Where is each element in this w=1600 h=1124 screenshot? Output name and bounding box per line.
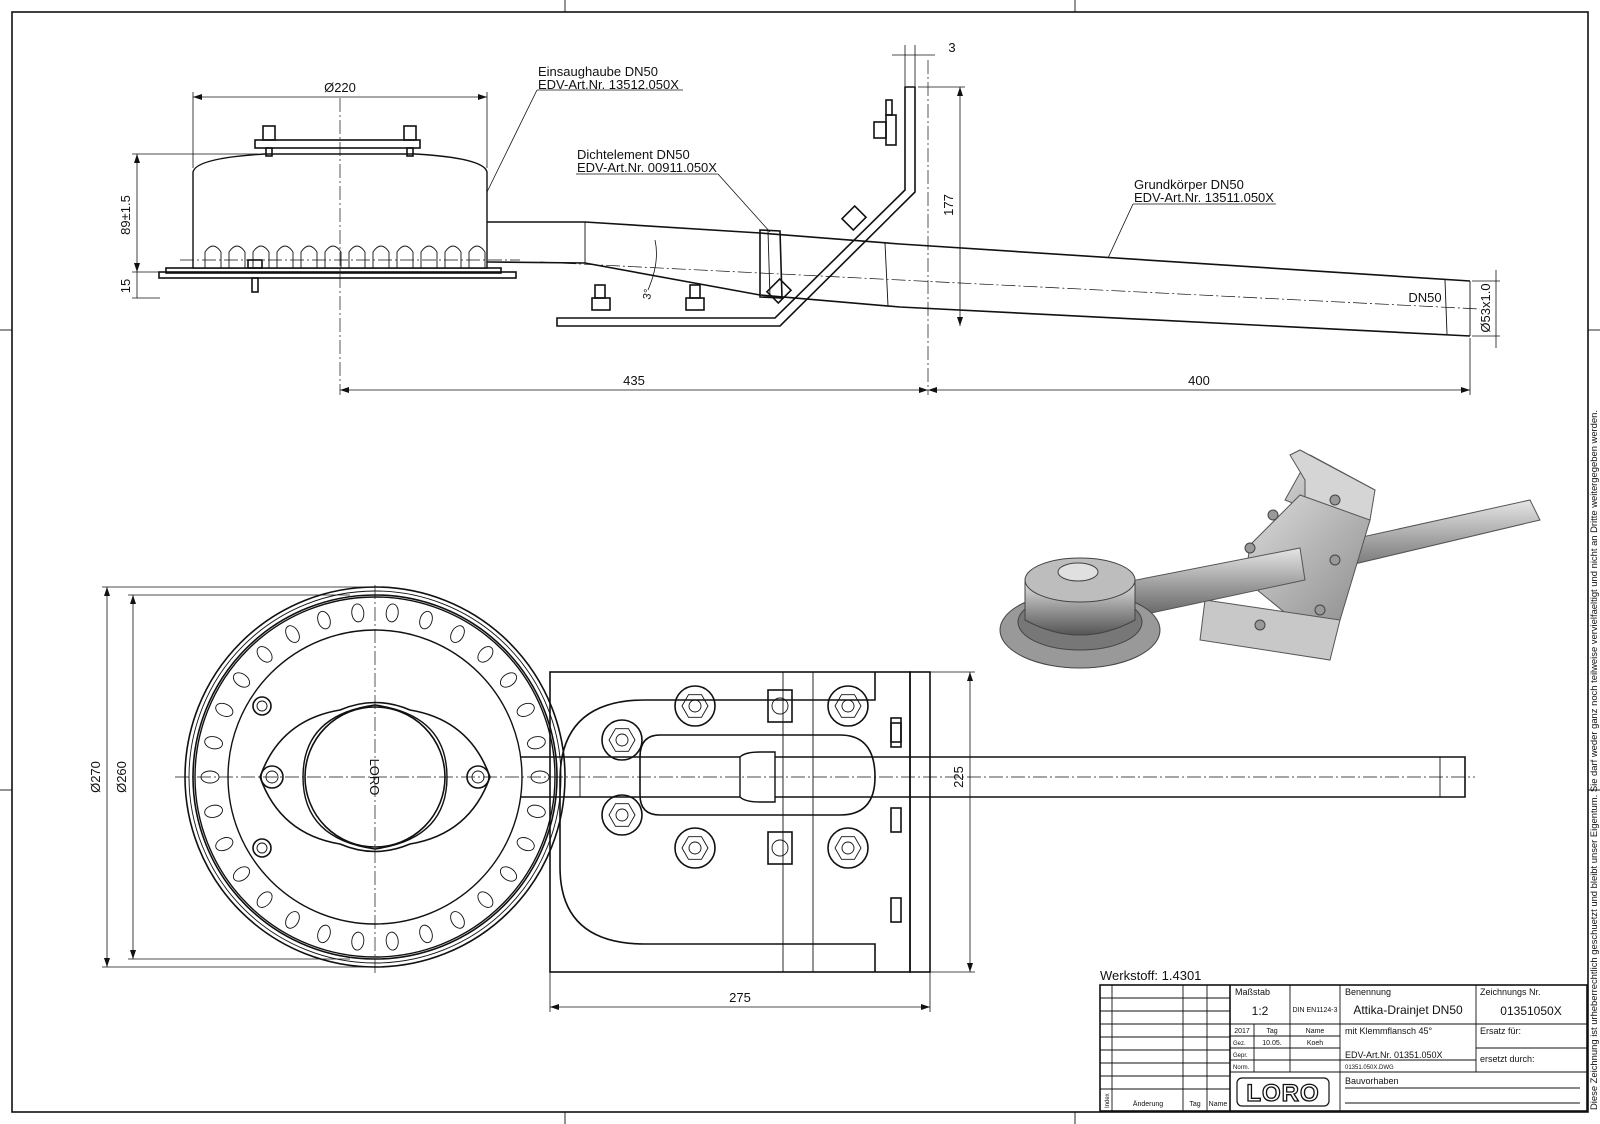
tb-name-label: Name	[1306, 1028, 1325, 1035]
dim-angle: 3°	[641, 288, 655, 300]
dim-h89: 89±1.5	[118, 195, 133, 235]
isometric-render	[999, 449, 1541, 669]
callout-dichtelement-art: EDV-Art.Nr. 00911.050X	[577, 160, 717, 175]
dim-w225: 225	[951, 766, 966, 788]
tb-massstab-label: Maßstab	[1235, 987, 1270, 997]
callout-grundkoerper-art: EDV-Art.Nr. 13511.050X	[1134, 190, 1274, 205]
dim-h15: 15	[118, 279, 133, 293]
tb-aenderung-label: Änderung	[1133, 1100, 1163, 1108]
dim-d220: Ø220	[324, 80, 356, 95]
dim-h177: 177	[941, 194, 956, 216]
outer-frame	[11, 11, 1589, 1113]
tb-bauvorhaben: Bauvorhaben	[1345, 1076, 1399, 1086]
tb-massstab-value: 1:2	[1252, 1004, 1269, 1018]
dim-d53: Ø53x1.0	[1478, 283, 1493, 332]
tb-norm-label: Norm.	[1233, 1065, 1250, 1071]
plan-view: LORO Ø270 Ø260 225	[88, 585, 1475, 1012]
tb-year: 2017	[1234, 1028, 1250, 1035]
dim-l400: 400	[1188, 373, 1210, 388]
title-block: Maßstab 1:2 DIN EN1124-3 Benennung Attik…	[1099, 984, 1588, 1112]
dim-w275: 275	[729, 990, 751, 1005]
tb-zeichnungsnr-label: Zeichnungs Nr.	[1480, 987, 1541, 997]
callout-einsaughaube-art: EDV-Art.Nr. 13512.050X	[538, 77, 679, 92]
tb-index-label: Index	[1105, 1093, 1111, 1108]
callout-grundkoerper-name: Grundkörper DN50	[1134, 177, 1244, 192]
tb-edv: EDV-Art.Nr. 01351.050X	[1345, 1050, 1443, 1060]
tb-tag2-label: Tag	[1189, 1101, 1200, 1108]
label-dn50: DN50	[1408, 290, 1441, 305]
tb-subtitle: mit Klemmflansch 45°	[1345, 1026, 1433, 1036]
copyright-note: Diese Zeichnung ist urheberrechtlich ges…	[1589, 410, 1599, 1110]
dim-t3: 3	[948, 40, 955, 55]
side-view: Ø220 89±1.5 15 3 177 3° DN50 Ø53x1.0 435…	[118, 40, 1500, 395]
callout-einsaughaube-name: Einsaughaube DN50	[538, 64, 658, 79]
tb-name2-label: Name	[1209, 1101, 1228, 1108]
tb-gez-label: Gez.	[1233, 1041, 1246, 1047]
dim-d270: Ø270	[88, 761, 103, 793]
tb-ersetzt-durch: ersetzt durch:	[1480, 1054, 1535, 1064]
tb-gepr-label: Gepr.	[1233, 1053, 1248, 1059]
tb-tag-label: Tag	[1266, 1028, 1277, 1035]
tb-benennung-label: Benennung	[1345, 987, 1391, 997]
callout-dichtelement-name: Dichtelement DN50	[577, 147, 690, 162]
werkstoff-label: Werkstoff: 1.4301	[1100, 968, 1201, 983]
tb-norm-ref: DIN EN1124-3	[1292, 1007, 1337, 1014]
loro-logo: LORO	[1246, 1080, 1319, 1107]
tb-gez-name: Koeh	[1307, 1040, 1323, 1047]
tb-benennung-value: Attika-Drainjet DN50	[1353, 1003, 1463, 1017]
hood-inlet-scallops	[204, 245, 486, 268]
dim-l435: 435	[623, 373, 645, 388]
tb-gez-tag: 10.05.	[1262, 1040, 1282, 1047]
tb-ersatz-fuer: Ersatz für:	[1480, 1026, 1521, 1036]
tb-dwg: 01351.050X.DWG	[1345, 1065, 1394, 1071]
tb-zeichnungsnr-value: 01351050X	[1500, 1004, 1561, 1018]
bracket-bolts	[601, 685, 902, 923]
dim-d260: Ø260	[114, 761, 129, 793]
